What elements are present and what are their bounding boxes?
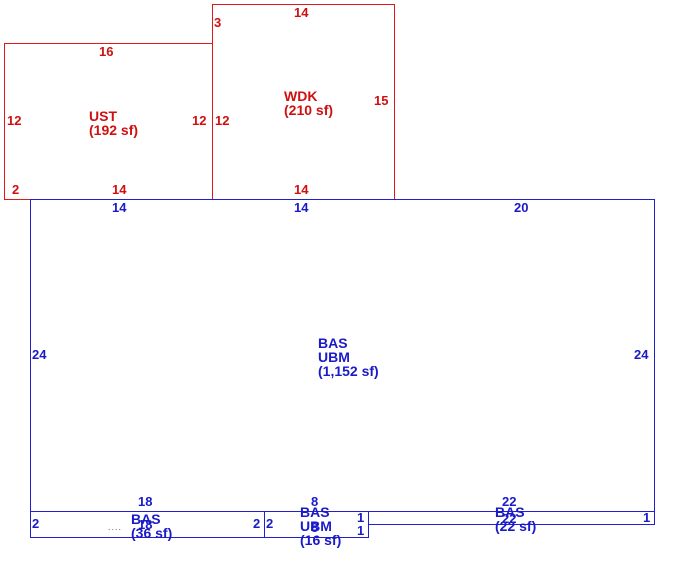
bas-strip-left-overlap-dimension: 18 [138,517,153,532]
bas-strip-right-top-dimension: 22 [502,494,517,509]
bas-main-top-right-dimension: 20 [514,200,529,215]
bas-strip-mid-right-dimension-a: 1 [357,510,365,525]
bas-strip-mid-left-dimension: 2 [266,516,274,531]
bas-strip-mid-area-size: (16 sf) [300,532,342,548]
bas-strip-left-area-name: BAS [131,511,161,527]
bas-strip-mid-overlap-dimension: 8 [311,520,319,535]
ust-area-size: (192 sf) [89,122,139,138]
wdk-area-name: WDK [284,88,318,104]
bas-strip-right-area-size: (22 sf) [495,518,537,534]
bas-main-left-dimension: 24 [32,347,47,362]
ust-corner-dimension: 2 [12,182,20,197]
wdk-left-dimension: 12 [215,113,230,128]
bas-main-area-subname: UBM [318,349,350,365]
wdk-corner-dimension: 3 [214,15,222,30]
ust-left-dimension: 12 [7,113,22,128]
bas-strip-mid-area-subname: UBM [300,518,332,534]
bas-strip-right-outline [368,511,655,525]
bas-main-top-left-dimension: 14 [112,200,127,215]
bas-strip-left-right-dimension: 2 [253,516,261,531]
wdk-top-dimension: 14 [294,5,309,20]
ust-area-name: UST [89,108,117,124]
wdk-bottom-dimension: 14 [294,182,309,197]
ust-right-dimension: 12 [192,113,207,128]
bas-main-top-mid-dimension: 14 [294,200,309,215]
bas-strip-right-overlap-dimension: 22 [502,511,517,526]
ust-bottom-dimension: 14 [112,182,127,197]
bas-strip-left-area-size: (36 sf) [131,525,173,541]
bas-strip-right-right-dimension: 1 [643,510,651,525]
bas-strip-left-dots: .... [108,522,123,532]
bas-strip-right-area-name: BAS [495,504,525,520]
wdk-area-size: (210 sf) [284,102,334,118]
wdk-right-dimension: 15 [374,93,389,108]
bas-main-area-size: (1,152 sf) [318,363,379,379]
bas-strip-mid-area-name: BAS [300,504,330,520]
bas-strip-mid-right-dimension-b: 1 [357,523,365,538]
bas-main-area-name: BAS [318,335,348,351]
bas-main-right-dimension: 24 [634,347,649,362]
bas-strip-left-top-dimension: 18 [138,494,153,509]
bas-strip-mid-top-dimension: 8 [311,494,319,509]
bas-strip-left-left-dimension: 2 [32,516,40,531]
ust-top-dimension: 16 [99,44,114,59]
